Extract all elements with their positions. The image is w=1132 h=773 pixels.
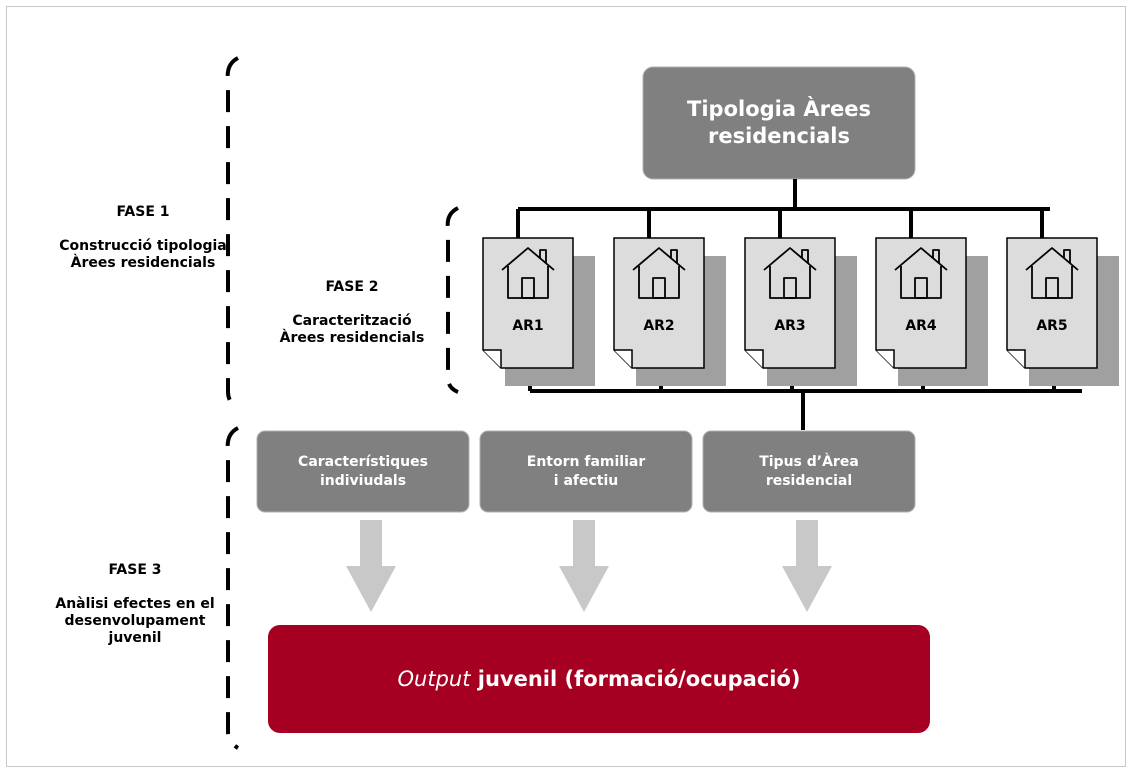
ar-document-1 bbox=[482, 209, 595, 391]
page-fold bbox=[614, 349, 633, 368]
ar-label: AR5 bbox=[1036, 318, 1068, 334]
house-icon bbox=[763, 247, 817, 299]
page-fold bbox=[1007, 349, 1026, 368]
factor-box-area-type bbox=[702, 430, 916, 513]
factor-box-family bbox=[479, 430, 693, 513]
area-documents bbox=[482, 209, 1119, 391]
ar-label: AR4 bbox=[905, 318, 937, 334]
top-box-label: Tipologia Àrees residencials bbox=[687, 97, 871, 148]
lower-connectors bbox=[530, 389, 1082, 430]
ar-label: AR1 bbox=[512, 318, 544, 334]
phase3-bracket bbox=[225, 426, 240, 750]
page bbox=[482, 237, 574, 369]
phase2-subtitle: Caracterització Àrees residencials bbox=[279, 313, 425, 346]
factor-box-individual bbox=[256, 430, 470, 513]
page bbox=[875, 237, 967, 369]
output-label: Output juvenil (formació/ocupació) bbox=[268, 625, 930, 733]
factor-label-family: Entorn familiar i afectiu bbox=[526, 453, 646, 489]
down-arrow-2 bbox=[559, 520, 609, 612]
page bbox=[744, 237, 836, 369]
phase3-title: FASE 3 bbox=[108, 562, 162, 578]
down-arrow-3 bbox=[782, 520, 832, 612]
page bbox=[613, 237, 705, 369]
output-emphasis: Output bbox=[397, 667, 471, 691]
house-icon bbox=[894, 247, 948, 299]
output-rest: juvenil (formació/ocupació) bbox=[470, 667, 801, 691]
phase2-label: FASE 2 Caracterització Àrees residencial… bbox=[262, 262, 442, 347]
house-icon bbox=[501, 247, 555, 299]
ar-document-4 bbox=[875, 209, 988, 391]
factor-label-area-type: Tipus d’Àrea residencial bbox=[759, 453, 859, 489]
phase2-bracket bbox=[445, 206, 459, 394]
top-box bbox=[642, 66, 916, 180]
page-fold bbox=[745, 349, 764, 368]
phase1-label: FASE 1 Construcció tipologia Àrees resid… bbox=[58, 187, 228, 272]
ar-document-5 bbox=[1006, 209, 1119, 391]
phase2-title: FASE 2 bbox=[325, 279, 379, 295]
house-icon bbox=[1025, 247, 1079, 299]
upper-connectors bbox=[518, 179, 1050, 211]
page-fold bbox=[483, 349, 502, 368]
phase1-subtitle: Construcció tipologia Àrees residencials bbox=[59, 238, 227, 271]
phase1-bracket bbox=[225, 56, 240, 412]
page-fold bbox=[876, 349, 895, 368]
phase3-label: FASE 3 Anàlisi efectes en el desenvolupa… bbox=[40, 545, 230, 647]
house-icon bbox=[632, 247, 686, 299]
phase1-title: FASE 1 bbox=[116, 204, 170, 220]
phase3-subtitle: Anàlisi efectes en el desenvolupament ju… bbox=[55, 596, 215, 646]
ar-label: AR2 bbox=[643, 318, 675, 334]
output-box bbox=[268, 625, 930, 733]
ar-document-2 bbox=[613, 209, 726, 391]
factor-label-individual: Característiques indiviudals bbox=[298, 453, 428, 489]
page bbox=[1006, 237, 1098, 369]
ar-document-3 bbox=[744, 209, 857, 391]
down-arrow-1 bbox=[346, 520, 396, 612]
ar-label: AR3 bbox=[774, 318, 806, 334]
